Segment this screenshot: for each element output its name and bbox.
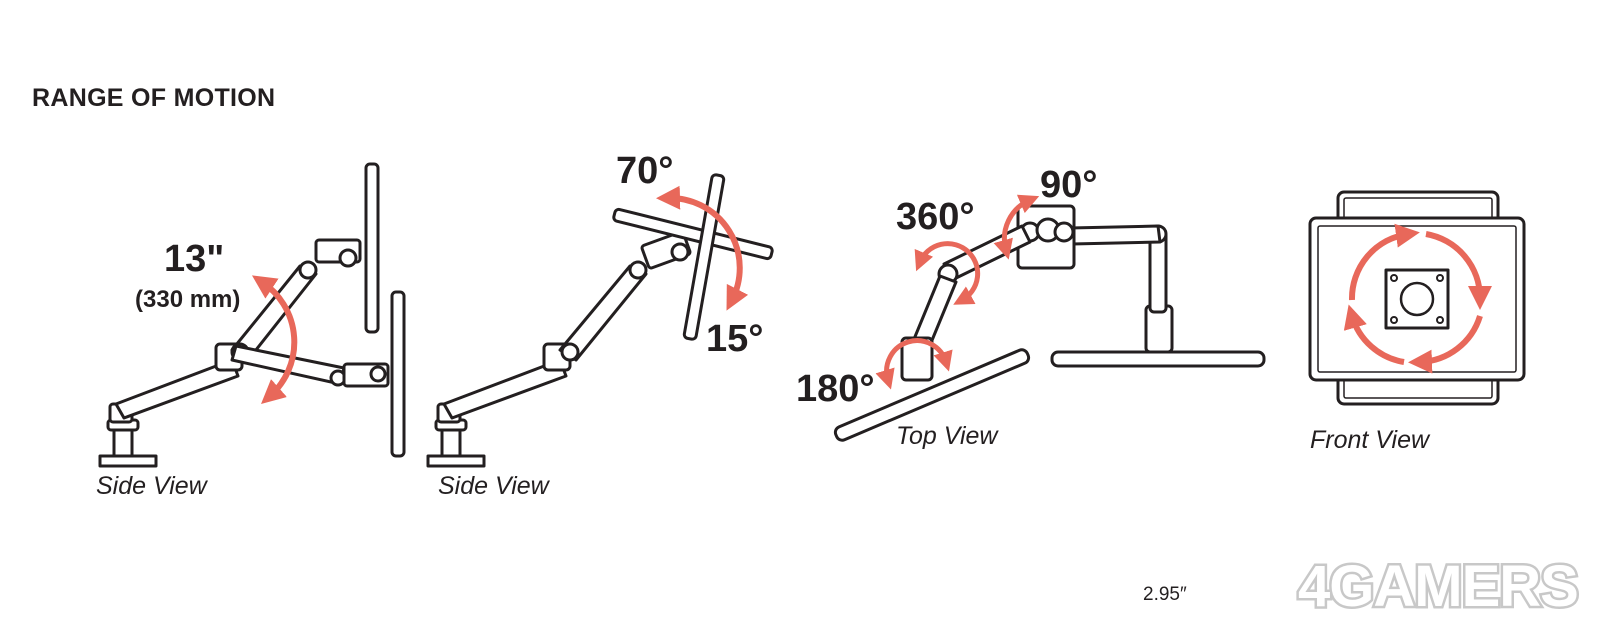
pan-arm-label: 360°: [896, 196, 975, 238]
tilt-arrow-icon: [656, 185, 749, 311]
top-view-illustration: [833, 204, 1266, 442]
front-view-caption: Front View: [1310, 426, 1430, 454]
tilt-up-label: 70°: [616, 150, 674, 192]
height-range-label: 13": [164, 238, 225, 280]
side-view-2-caption: Side View: [438, 472, 549, 500]
height-range-metric-label: (330 mm): [135, 286, 241, 313]
front-view-illustration: [1308, 190, 1526, 406]
height-arrow-icon: [251, 275, 298, 404]
side-view-1-illustration: [98, 162, 406, 468]
pan-base-label: 180°: [796, 368, 875, 410]
pan-arm-arrow-icon: [914, 241, 981, 305]
tilt-down-label: 15°: [706, 318, 764, 360]
dimension-label: 2.95″: [1143, 584, 1187, 605]
watermark-logo: 4GAMERS: [1296, 552, 1582, 622]
top-view-caption: Top View: [896, 422, 998, 450]
pan-base-arrow-icon: [875, 338, 953, 390]
watermark-text: 4GAMERS: [1298, 554, 1578, 619]
pan-head-arrow-icon: [993, 194, 1040, 260]
section-title: RANGE OF MOTION: [32, 84, 276, 112]
rotation-arrow-icon: [1343, 223, 1492, 374]
side-view-1-caption: Side View: [96, 472, 207, 500]
pan-head-label: 90°: [1040, 164, 1098, 206]
